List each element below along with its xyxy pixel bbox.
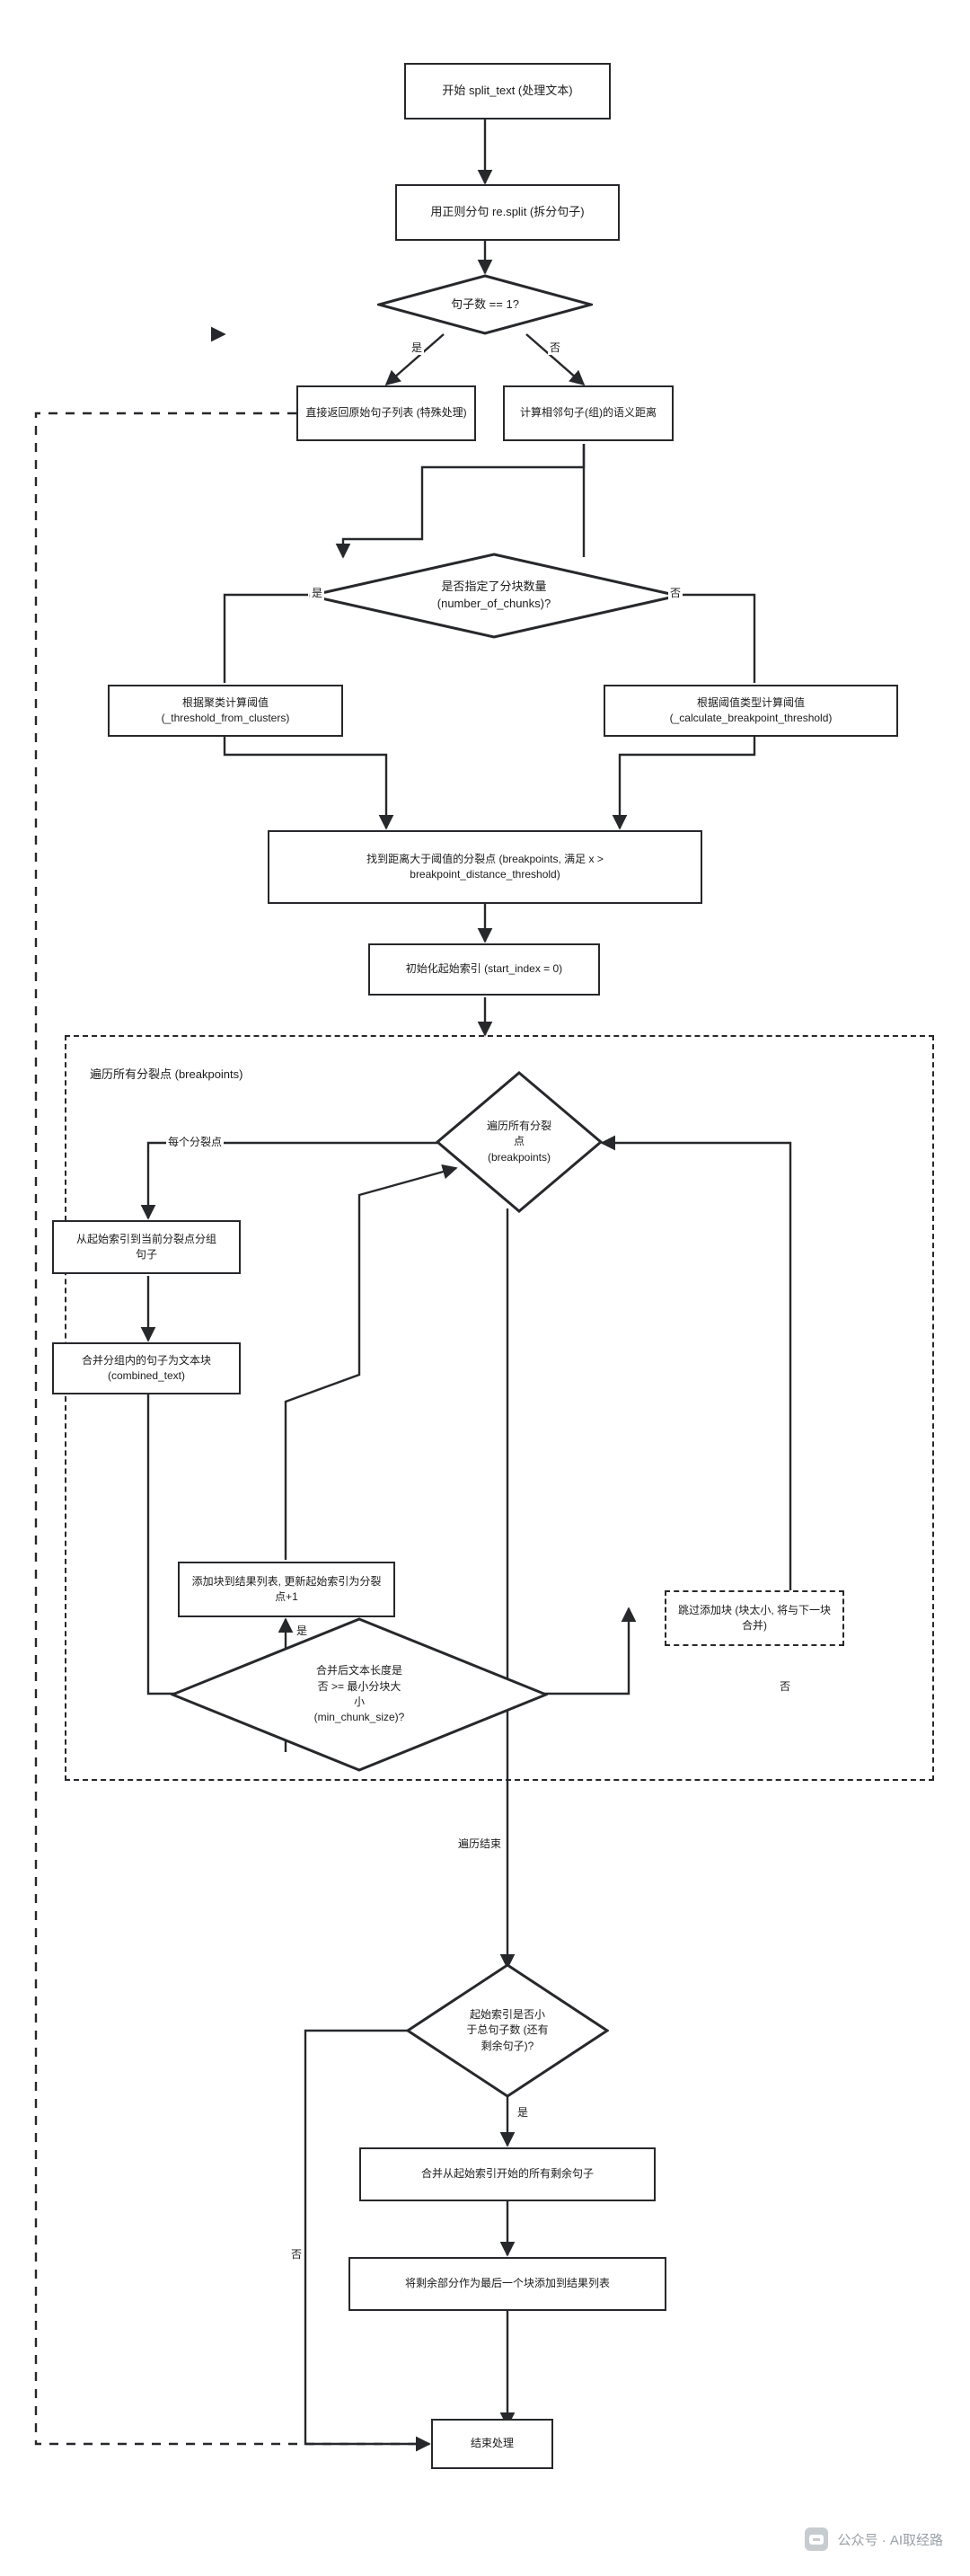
node-init-start-index-label: 初始化起始索引 (start_index = 0)	[405, 962, 563, 976]
node-decision-number-of-chunks[interactable]: 是否指定了分块数量 (number_of_chunks)?	[308, 553, 680, 639]
node-threshold-from-clusters[interactable]: 根据聚类计算阈值 (_threshold_from_clusters)	[108, 685, 343, 737]
node-resplit-label: 用正则分句 re.split (拆分句子)	[430, 205, 585, 219]
edge-label-each-breakpoint: 每个分裂点	[166, 1134, 225, 1149]
diamond-shape-icon	[377, 274, 593, 335]
node-start[interactable]: 开始 split_text (处理文本)	[404, 63, 611, 120]
node-threshold-from-clusters-label: 根据聚类计算阈值 (_threshold_from_clusters)	[161, 695, 290, 724]
node-group-sentences-label: 从起始索引到当前分裂点分组 句子	[75, 1232, 216, 1261]
node-loop-breakpoints[interactable]: 遍历所有分裂 点 (breakpoints)	[436, 1071, 603, 1213]
node-return-raw-list[interactable]: 直接返回原始句子列表 (特殊处理)	[296, 385, 476, 441]
edge-label-loop-end: 遍历结束	[456, 1836, 504, 1851]
node-append-chunk-label: 添加块到结果列表, 更新起始索引为分裂 点+1	[191, 1574, 382, 1603]
node-combine-text[interactable]: 合并分组内的句子为文本块 (combined_text)	[52, 1342, 241, 1394]
edge-label-yes-1: 是	[410, 340, 425, 355]
node-merge-remaining-label: 合并从起始索引开始的所有剩余句子	[420, 2167, 594, 2181]
node-merge-remaining[interactable]: 合并从起始索引开始的所有剩余句子	[359, 2147, 656, 2201]
subgraph-loop-breakpoints-title: 遍历所有分裂点 (breakpoints)	[90, 1067, 243, 1081]
node-threshold-by-type[interactable]: 根据阈值类型计算阈值 (_calculate_breakpoint_thresh…	[604, 685, 898, 737]
wechat-badge-icon	[805, 2527, 829, 2551]
node-decision-sentence-count[interactable]: 句子数 == 1?	[377, 274, 593, 335]
node-find-breakpoints[interactable]: 找到距离大于阈值的分裂点 (breakpoints, 满足 x > breakp…	[268, 830, 702, 904]
node-decision-sentence-count-label: 句子数 == 1?	[451, 297, 519, 311]
node-init-start-index[interactable]: 初始化起始索引 (start_index = 0)	[368, 943, 600, 996]
node-append-chunk[interactable]: 添加块到结果列表, 更新起始索引为分裂 点+1	[178, 1562, 395, 1617]
edge-label-no-2: 否	[668, 585, 683, 600]
node-skip-chunk[interactable]: 跳过添加块 (块太小, 将与下一块 合并)	[665, 1590, 844, 1646]
edge-label-no-3: 否	[778, 1678, 793, 1694]
edge-label-no-1: 否	[548, 340, 563, 355]
node-resplit[interactable]: 用正则分句 re.split (拆分句子)	[395, 184, 620, 241]
node-decision-min-chunk-size[interactable]: 合并后文本长度是 否 >= 最小分块大 小 (min_chunk_size)?	[171, 1617, 548, 1772]
edge-label-yes-2: 是	[310, 585, 325, 600]
diamond-shape-icon	[171, 1617, 548, 1772]
watermark-text: 公众号 · AI取经路	[837, 2532, 943, 2548]
edge-label-no-4: 否	[289, 2246, 304, 2262]
node-threshold-by-type-label: 根据阈值类型计算阈值 (_calculate_breakpoint_thresh…	[669, 695, 833, 724]
node-decision-remaining-sentences-label: 起始索引是否小 于总句子数 (还有 剩余句子)?	[466, 2007, 549, 2052]
node-start-label: 开始 split_text (处理文本)	[442, 84, 573, 98]
node-decision-number-of-chunks-label: 是否指定了分块数量 (number_of_chunks)?	[436, 580, 551, 610]
diamond-shape-icon	[436, 1071, 603, 1213]
watermark: 公众号 · AI取经路	[805, 2527, 943, 2551]
node-end[interactable]: 结束处理	[431, 2419, 553, 2469]
diamond-shape-icon	[308, 553, 680, 639]
node-append-last-chunk[interactable]: 将剩余部分作为最后一个块添加到结果列表	[348, 2257, 666, 2311]
node-calc-distance-label: 计算相邻句子(组)的语义距离	[520, 406, 657, 420]
node-return-raw-list-label: 直接返回原始句子列表 (特殊处理)	[305, 406, 467, 420]
node-decision-min-chunk-size-label: 合并后文本长度是 否 >= 最小分块大 小 (min_chunk_size)?	[313, 1664, 405, 1724]
node-group-sentences[interactable]: 从起始索引到当前分裂点分组 句子	[52, 1220, 241, 1274]
edge-label-yes-4: 是	[516, 2104, 531, 2120]
node-end-label: 结束处理	[470, 2437, 514, 2450]
edge-label-yes-3: 是	[295, 1623, 310, 1638]
node-loop-breakpoints-label: 遍历所有分裂 点 (breakpoints)	[486, 1119, 551, 1164]
node-calc-distance[interactable]: 计算相邻句子(组)的语义距离	[503, 385, 674, 441]
subgraph-loop-breakpoints	[65, 1035, 934, 1781]
diamond-shape-icon	[406, 1963, 609, 2098]
node-skip-chunk-label: 跳过添加块 (块太小, 将与下一块 合并)	[678, 1603, 831, 1632]
node-append-last-chunk-label: 将剩余部分作为最后一个块添加到结果列表	[404, 2277, 610, 2290]
node-decision-remaining-sentences[interactable]: 起始索引是否小 于总句子数 (还有 剩余句子)?	[406, 1963, 609, 2098]
node-combine-text-label: 合并分组内的句子为文本块 (combined_text)	[81, 1353, 211, 1382]
node-find-breakpoints-label: 找到距离大于阈值的分裂点 (breakpoints, 满足 x > breakp…	[366, 852, 604, 881]
